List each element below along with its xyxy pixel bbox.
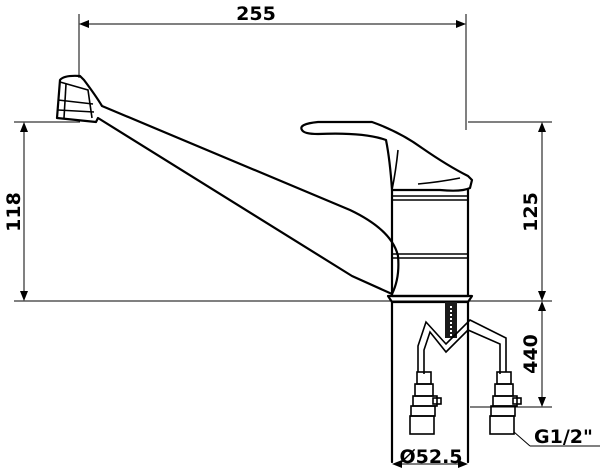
thread-callout: G1/2" <box>513 426 600 448</box>
spout-height-label: 118 <box>3 192 25 232</box>
dimension-spout-height: 118 <box>3 121 80 302</box>
dimension-spout-reach: 255 <box>78 3 467 130</box>
hose-length-label: 440 <box>520 334 542 374</box>
faucet-body <box>386 188 474 304</box>
supply-hoses <box>417 319 507 374</box>
mounting-shank <box>390 300 470 464</box>
base-diameter-label: Ø52.5 <box>399 446 462 468</box>
thread-label: G1/2" <box>534 426 593 448</box>
right-hose-connector <box>489 371 522 435</box>
dimension-base-diameter: Ø52.5 <box>392 446 468 468</box>
dimension-lever-height: 125 <box>468 121 552 301</box>
dimension-hose-length: 440 <box>470 301 552 408</box>
lever-height-label: 125 <box>520 192 542 232</box>
spout-reach-label: 255 <box>236 3 276 25</box>
left-hose-connector <box>409 371 442 435</box>
spout <box>55 74 400 296</box>
lever-handle <box>300 120 474 192</box>
